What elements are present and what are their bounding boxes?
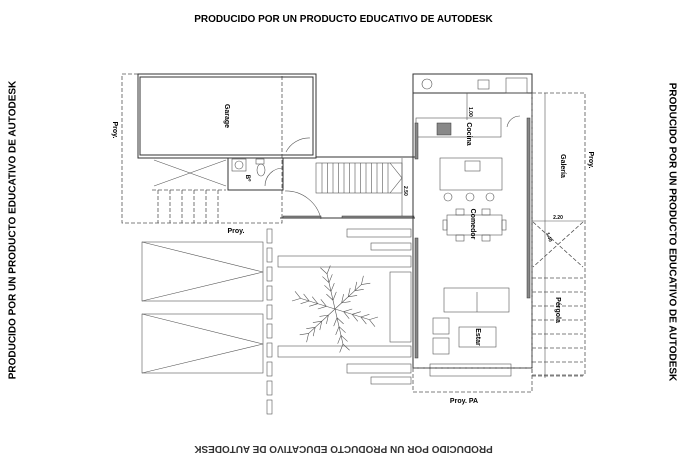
dimension-stair: 2.50: [402, 186, 408, 196]
tree-twig: [306, 333, 309, 343]
garage-slats: [152, 189, 226, 223]
paver: [266, 380, 273, 396]
tree-twig: [339, 343, 344, 353]
courtyard: [277, 228, 412, 385]
tree-twig: [299, 333, 309, 336]
tree-twig: [300, 300, 310, 304]
tree-icon: [291, 265, 379, 353]
main-house: 1.00 Cocina Comedor Estar Proy. PA: [412, 73, 533, 405]
tree-twig: [333, 317, 338, 327]
tree-twig: [320, 267, 328, 275]
tree-twig: [347, 287, 351, 297]
proy-label-garage: Proy.: [228, 228, 245, 235]
dimension-pergola-depth: 1.40: [544, 232, 553, 243]
tree-twig: [319, 314, 329, 317]
tree-twig: [317, 306, 327, 310]
paver: [266, 304, 273, 320]
room-label-living: Estar: [474, 328, 481, 346]
tree-twig: [335, 326, 340, 336]
paver: [266, 399, 273, 415]
tree-twig: [360, 316, 367, 325]
bathroom: Bº: [227, 157, 322, 220]
tree-twig: [338, 326, 346, 333]
tree-twig: [312, 320, 322, 323]
tree-twig: [337, 335, 342, 344]
room-label-pergola: Pérgola: [554, 297, 561, 323]
dimension-kitchen: 1.00: [467, 107, 473, 117]
tree-twig: [303, 293, 310, 302]
paver: [266, 323, 273, 339]
tree-twig: [343, 311, 350, 319]
tree-twig: [291, 298, 301, 302]
proy-label-right: Proy.: [587, 152, 594, 169]
tree-twig: [351, 314, 359, 322]
paver: [266, 285, 273, 301]
tree-twig: [352, 311, 361, 315]
room-label-gallery: Galería: [559, 154, 566, 178]
paver: [266, 361, 273, 377]
tree-twig: [326, 265, 331, 275]
tree-twig: [306, 327, 316, 329]
tree-twig: [336, 317, 344, 325]
tree-twig: [294, 291, 301, 299]
tree-twig: [354, 281, 358, 291]
tree-twig: [326, 315, 329, 324]
tree-twig: [354, 289, 364, 291]
room-label-kitchen: Cocina: [465, 122, 472, 145]
tree-twig: [340, 335, 348, 342]
paver: [266, 247, 273, 263]
parking: [141, 228, 273, 415]
paver: [266, 228, 273, 244]
tree-twig: [361, 282, 371, 285]
tree-twig: [330, 282, 335, 292]
room-label-garage: Garage: [223, 104, 230, 128]
tree-twig: [341, 294, 344, 303]
watermark-top: PRODUCIDO POR UN PRODUCTO EDUCATIVO DE A…: [194, 14, 493, 25]
room-label-bath: Bº: [244, 175, 250, 182]
tree-twig: [324, 285, 332, 292]
tree-twig: [343, 308, 353, 312]
tree-twig: [332, 291, 337, 301]
room-label-dining: Comedor: [469, 209, 476, 240]
tree-branch: [334, 284, 362, 310]
tree-twig: [322, 276, 330, 283]
tree-twig: [360, 314, 370, 318]
tree-twig: [320, 299, 327, 307]
tree-branch: [308, 308, 336, 334]
tree-twig: [328, 274, 333, 283]
proy-pa-label: Proy. PA: [450, 398, 478, 405]
tree-twig: [361, 275, 364, 285]
tree-twig: [319, 321, 323, 331]
tree-twig: [341, 301, 351, 304]
tree-twig: [312, 327, 316, 337]
tree-twig: [309, 303, 318, 307]
tree-twig: [369, 319, 376, 327]
dimension-pergola-width: 2.20: [553, 215, 563, 221]
tree-twig: [311, 296, 319, 304]
tree-twig: [326, 293, 334, 301]
tree-twig: [348, 295, 358, 298]
tree-twig: [342, 343, 350, 351]
paver: [266, 266, 273, 282]
garage: Garage Proy. Proy.: [111, 73, 317, 235]
proy-label-left: Proy.: [111, 122, 118, 139]
stairs: 2.50: [280, 156, 415, 219]
paver: [266, 342, 273, 358]
tree-twig: [369, 316, 379, 320]
gallery: Galería Proy. 2.20 1.40 Pérgola: [531, 92, 594, 378]
